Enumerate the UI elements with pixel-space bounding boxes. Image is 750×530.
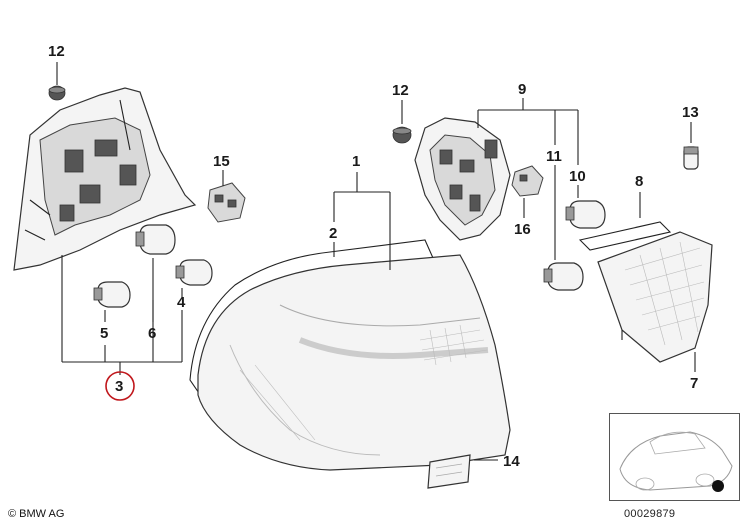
callout-4: 4 (177, 294, 186, 311)
bulb-5 (93, 281, 131, 308)
leader-9 (477, 98, 579, 260)
callout-12-center: 12 (392, 82, 409, 99)
callout-10: 10 (569, 168, 586, 185)
gasket-8 (578, 192, 672, 251)
leader-1-2 (333, 172, 391, 270)
callout-12-left: 12 (48, 43, 65, 60)
bulb-4 (175, 259, 213, 286)
callout-14: 14 (503, 453, 520, 470)
tail-lamp-lens (197, 254, 511, 471)
callout-16: 16 (514, 221, 531, 238)
leader-3 (61, 255, 183, 375)
callout-13: 13 (682, 104, 699, 121)
callout-5: 5 (100, 325, 108, 342)
bulb-holder-9 (414, 117, 511, 241)
bulb-11 (543, 262, 584, 291)
callout-8: 8 (635, 173, 643, 190)
bulb-carrier (13, 87, 197, 271)
bulb-10 (565, 200, 606, 229)
inner-lamp-7 (597, 231, 713, 372)
bulb-6 (135, 224, 176, 255)
callout-6: 6 (148, 325, 156, 342)
car-location-icon (619, 431, 733, 492)
callout-1: 1 (352, 153, 360, 170)
callout-15: 15 (213, 153, 230, 170)
diagram-number: 00029879 (624, 508, 676, 520)
callout-3-highlight-ring (105, 371, 135, 401)
sticker-14 (427, 454, 498, 489)
callouts: 12 15 5 6 4 3 1 2 12 9 11 10 16 13 8 7 1… (48, 43, 699, 470)
callout-2: 2 (329, 225, 337, 242)
callout-11: 11 (546, 148, 562, 165)
grommet-left (48, 62, 66, 101)
socket-15 (207, 170, 246, 223)
bulb-13 (683, 122, 699, 170)
copyright-label: © BMW AG (8, 508, 65, 520)
socket-16 (511, 165, 544, 218)
grommet-center (392, 100, 412, 144)
car-location-inset (609, 413, 740, 501)
callout-7: 7 (690, 375, 698, 392)
callout-9: 9 (518, 81, 526, 98)
callout-3: 3 (115, 378, 123, 395)
